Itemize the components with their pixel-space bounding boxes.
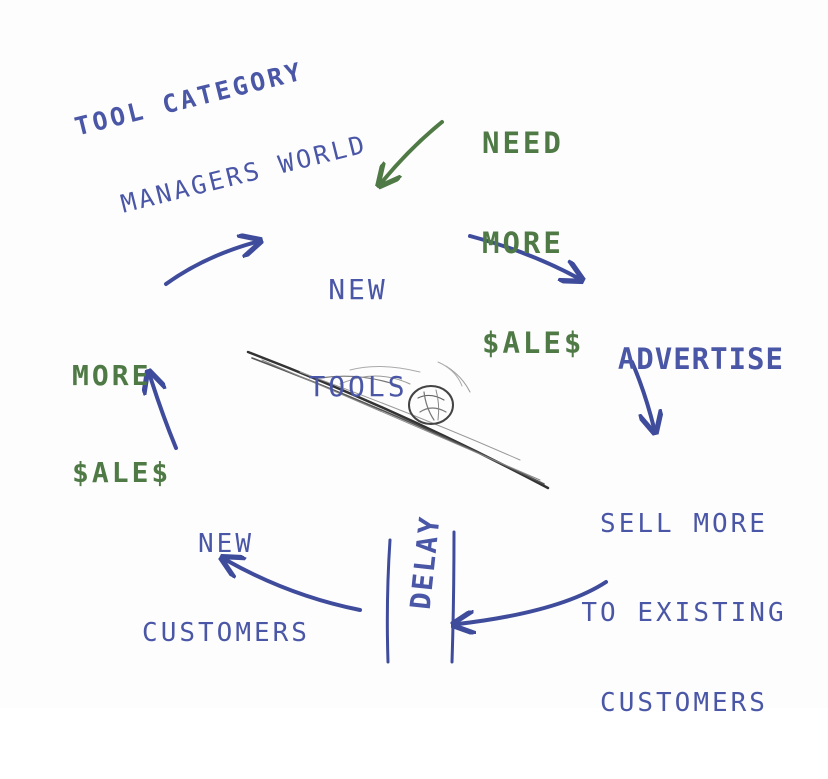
need-line2: MORE [482,225,564,260]
sell-more-line3: CUSTOMERS [600,688,768,719]
more-sales-line2: $ALE$ [72,455,172,489]
new-tools-line1: NEW [328,273,388,307]
sell-more-line2: TO EXISTING [581,598,787,629]
node-advertise: ADVERTISE [544,310,784,410]
slope-sketch-icon [246,350,550,490]
sketch-art [0,120,828,664]
arrow-sell-more-to-delay-icon [458,580,608,624]
delay-label: DELAY [404,513,447,612]
arrow-delay-to-new-customers-icon [226,560,362,612]
arrow-more-sales-to-new-tools-icon [164,242,256,286]
new-customers-line1: NEW [198,528,254,559]
node-new-customers: NEW CUSTOMERS [118,470,334,709]
need-more-sales-note: NEED MORE $ALE$ [482,60,584,427]
arrow-advertise-to-sell-more-icon [630,360,654,428]
advertise-label: ADVERTISE [617,342,784,377]
title-line1: TOOL CATEGORY [71,56,307,141]
diagram-canvas: TOOL CATEGORY MANAGERS WORLD NEED MORE $… [0,56,828,719]
arrow-new-tools-to-advertise-icon [468,234,578,278]
need-sales-arrow-icon [382,120,444,182]
need-line1: NEED [482,125,564,160]
node-delay: DELAY [365,511,479,690]
sell-more-line1: SELL MORE [600,508,768,539]
arrow-new-customers-to-more-sales-icon [150,376,178,450]
new-customers-line2: CUSTOMERS [142,618,310,649]
boulder-icon [408,385,454,425]
new-tools-line2: TOOLS [308,369,408,403]
more-sales-line1: MORE [72,359,152,393]
node-more-sales: MORE $ALE$ [72,296,171,554]
node-new-tools: NEW TOOLS [292,210,424,468]
node-sell-more: SELL MORE TO EXISTING CUSTOMERS [560,450,808,779]
need-line3: $ALE$ [482,325,585,360]
delay-box-lines-icon [385,530,456,664]
title-line2: MANAGERS WORLD [117,129,370,219]
